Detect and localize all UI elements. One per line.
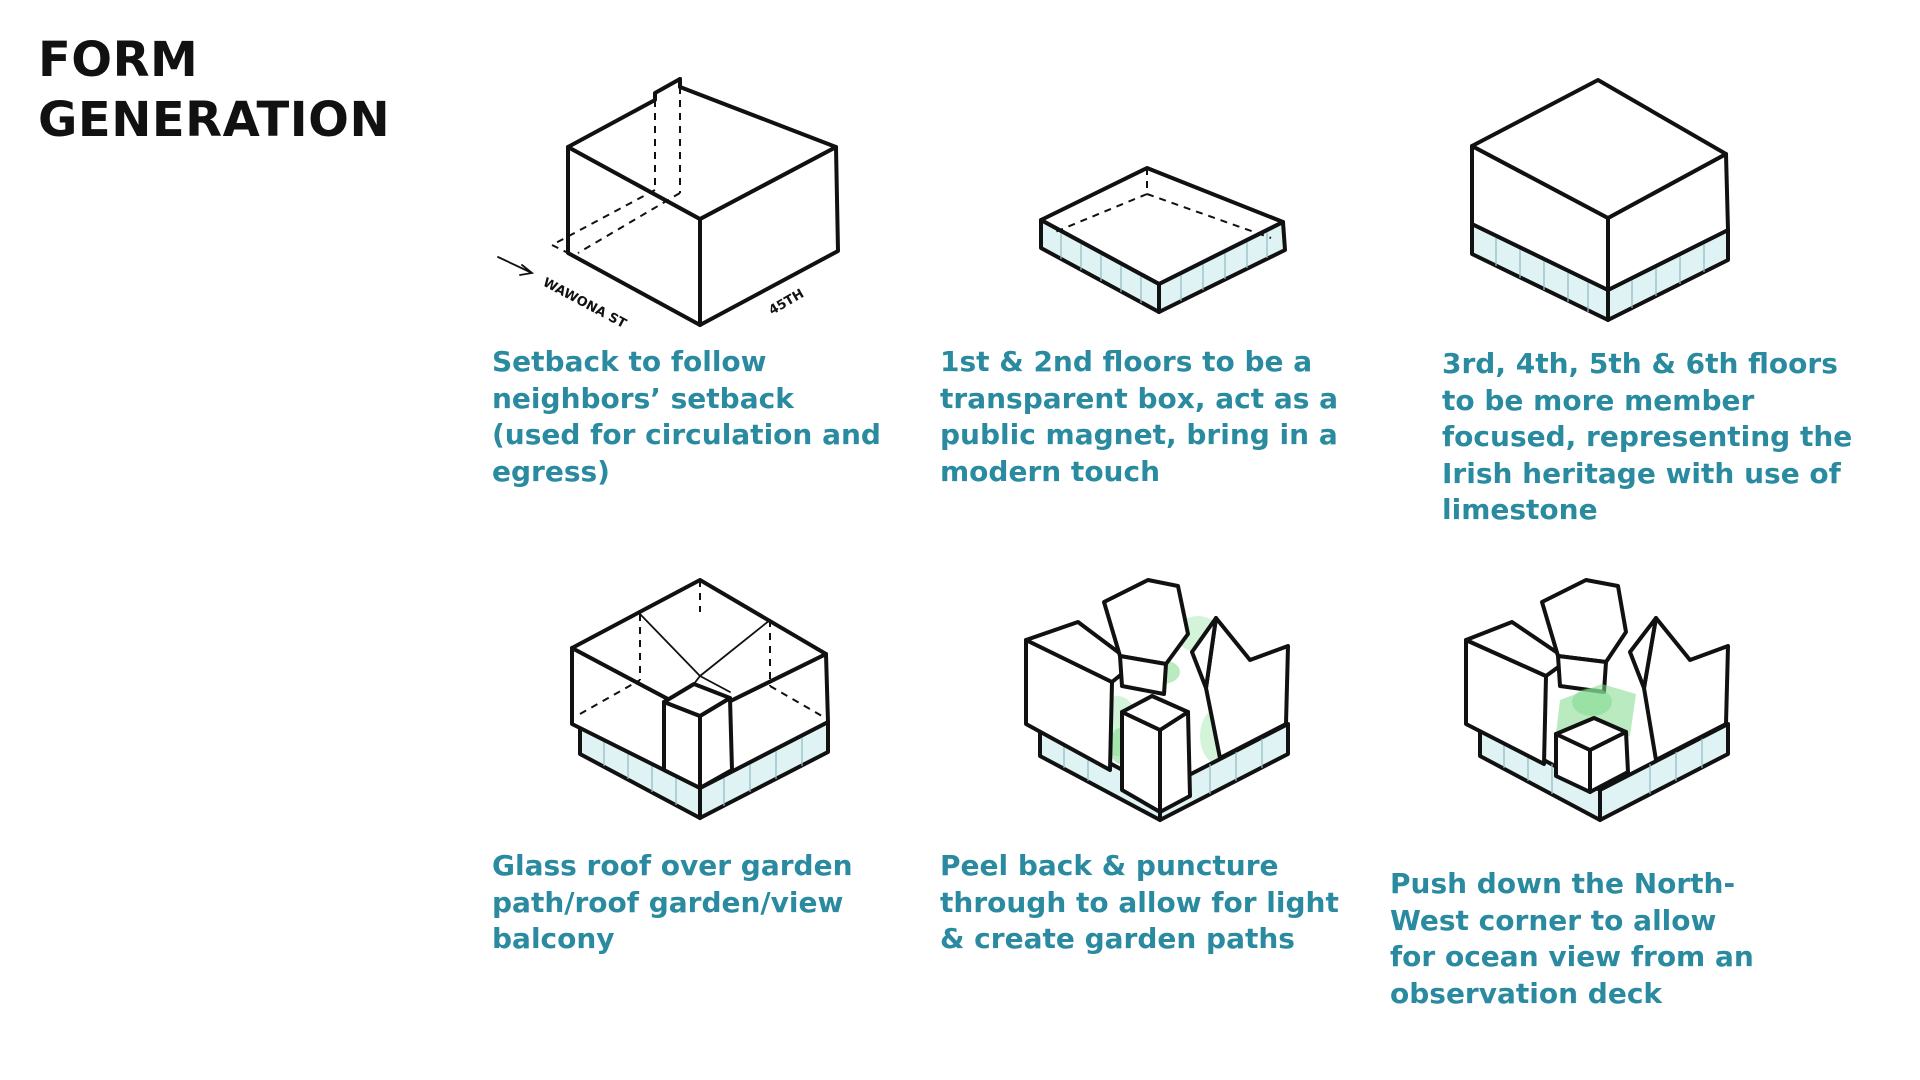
step-4-sketch: [570, 578, 830, 820]
step-6-block-back: [1540, 578, 1628, 664]
caption-line: public magnet, bring in a: [940, 418, 1338, 451]
step-2-glass-right: [1157, 220, 1287, 314]
step-2-sketch: [1039, 166, 1287, 314]
caption-line: 3rd, 4th, 5th & 6th floors: [1442, 347, 1838, 380]
caption-line: & create garden paths: [940, 922, 1295, 955]
caption-line: West corner to allow: [1390, 903, 1717, 937]
step-6-sketch: [1464, 578, 1730, 822]
street-arrow-icon: [497, 256, 535, 276]
caption-line: Glass roof over garden: [492, 849, 853, 882]
caption-line: Peel back & puncture: [940, 849, 1279, 882]
step-1-caption: Setback to follow neighbors’ setback (us…: [492, 344, 881, 490]
caption-line: limestone: [1442, 493, 1598, 526]
step-3-sketch: [1470, 78, 1730, 322]
step-2-caption: 1st & 2nd floors to be a transparent box…: [940, 344, 1338, 490]
step-5-sketch: [1024, 578, 1290, 822]
caption-line: observation deck: [1390, 976, 1663, 1010]
caption-line: modern touch: [940, 454, 1161, 488]
caption-line: neighbors’ setback: [492, 381, 794, 415]
caption-line: balcony: [492, 922, 615, 955]
page-title: FORM GENERATION: [38, 30, 390, 150]
caption-line: Setback to follow: [492, 345, 767, 378]
caption-line: (used for circulation and: [492, 418, 881, 451]
avenue-label: 45TH: [767, 287, 807, 319]
caption-line: 1st & 2nd floors to be a: [940, 345, 1313, 378]
page-title-line-1: FORM: [38, 32, 199, 88]
caption-line: Push down the North-: [1390, 867, 1736, 900]
street-label: WAWONA ST: [540, 275, 629, 332]
step-6-caption: Push down the North- West corner to allo…: [1390, 866, 1754, 1012]
caption-line: path/roof garden/view: [492, 885, 844, 919]
caption-line: to be more member: [1442, 383, 1755, 417]
step-5-block-back: [1102, 578, 1190, 666]
step-2-mullions: [1060, 230, 1268, 303]
caption-line: focused, representing the: [1442, 420, 1853, 453]
caption-line: Irish heritage with use of: [1442, 456, 1841, 490]
caption-line: transparent box, act as a: [940, 381, 1339, 415]
page-title-line-2: GENERATION: [38, 92, 391, 148]
caption-line: egress): [492, 454, 610, 488]
step-1-sketch: WAWONA ST 45TH: [497, 77, 840, 332]
caption-line: through to allow for light: [940, 885, 1339, 919]
step-3-stone-top: [1470, 78, 1728, 220]
step-4-caption: Glass roof over garden path/roof garden/…: [492, 848, 853, 958]
step-3-caption: 3rd, 4th, 5th & 6th floors to be more me…: [1442, 346, 1852, 529]
step-4-glass-roof: [570, 578, 828, 718]
step-5-caption: Peel back & puncture through to allow fo…: [940, 848, 1339, 958]
caption-line: for ocean view from an: [1390, 940, 1754, 973]
